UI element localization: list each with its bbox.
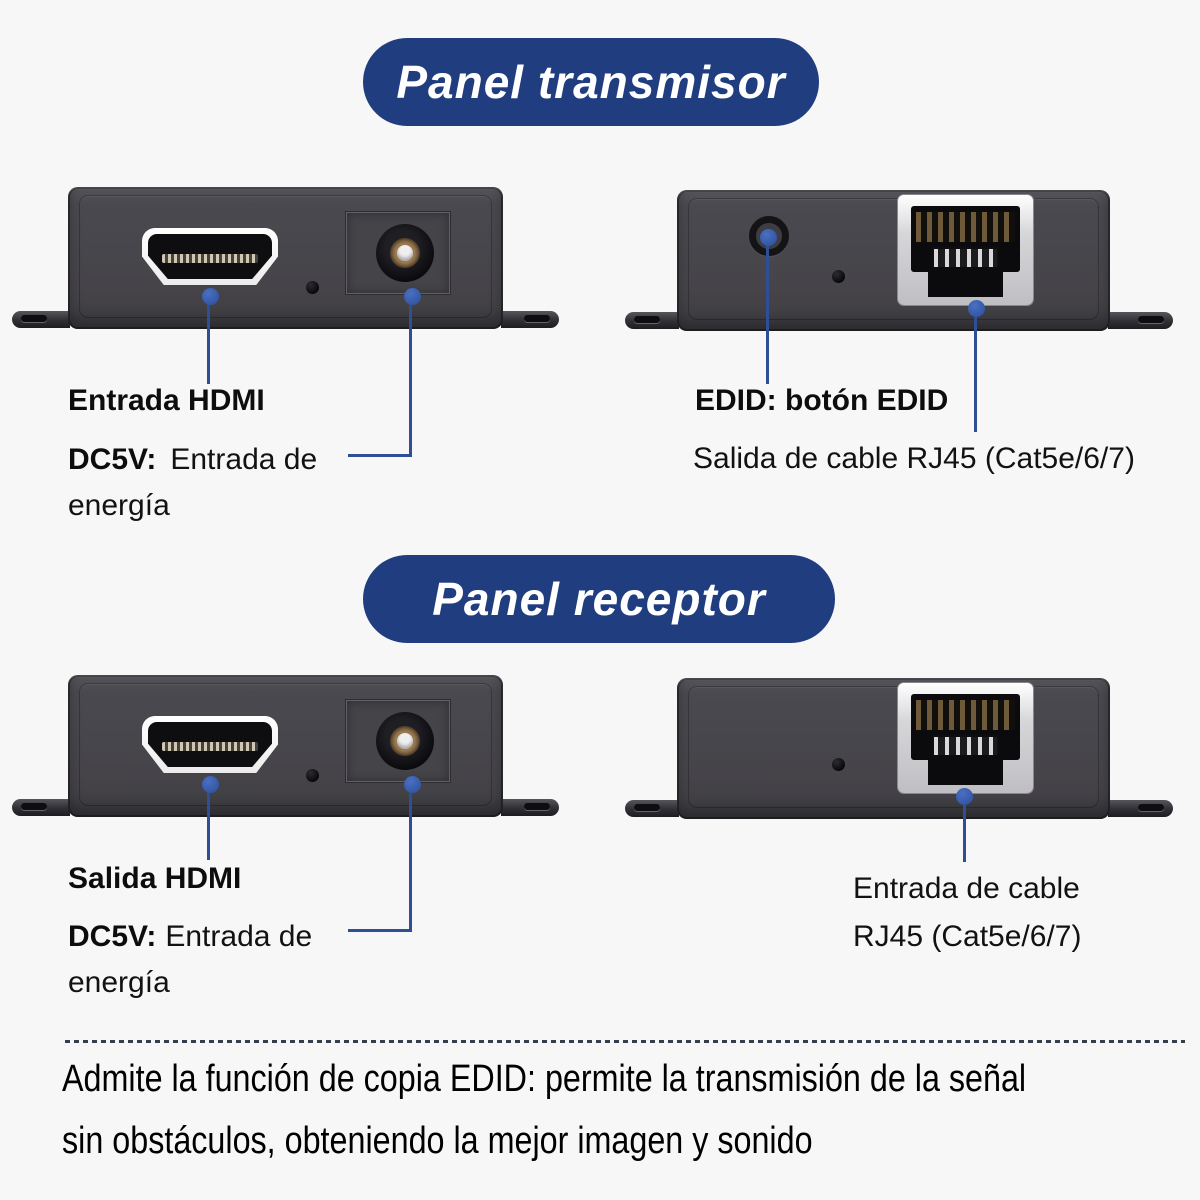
dc-jack-ring	[390, 726, 420, 756]
callout-dot	[956, 788, 973, 805]
rj45-pins	[916, 212, 1015, 242]
hdmi-port	[142, 228, 278, 285]
callout-dot	[404, 776, 421, 793]
dc-power-label-text: Entrada de	[170, 443, 318, 476]
rj45-input-label-line1: Entrada de cable	[853, 872, 1080, 905]
front-panel-edge	[689, 687, 1098, 807]
callout-dot	[968, 300, 985, 317]
mounting-flange	[1108, 312, 1173, 329]
dc-jack	[346, 700, 450, 782]
transmitter-title-pill: Panel transmisor	[363, 38, 819, 126]
mounting-flange	[501, 799, 559, 816]
flange-slot	[524, 315, 550, 322]
led-indicator-hole	[832, 270, 845, 283]
mounting-flange	[1108, 800, 1173, 817]
flange-slot	[524, 803, 550, 810]
dc-jack-hole	[376, 712, 434, 770]
hdmi-pin-strip	[162, 253, 258, 263]
receiver-hdmi-unit	[68, 675, 503, 817]
callout-line-vertical	[207, 780, 210, 860]
flange-slot	[21, 315, 47, 322]
rj45-pins	[916, 700, 1015, 730]
hdmi-port	[142, 716, 278, 773]
led-indicator-hole	[306, 769, 319, 782]
callout-line-vertical	[207, 292, 210, 384]
mounting-flange	[12, 799, 70, 816]
hdmi-output-label: Salida HDMI	[68, 862, 242, 895]
footer-note-line2: sin obstáculos, obteniendo la mejor imag…	[62, 1120, 813, 1162]
rj45-latch-slot	[928, 267, 1003, 297]
receiver-title-pill: Panel receptor	[363, 555, 835, 643]
mounting-flange	[625, 800, 679, 817]
flange-slot	[634, 804, 660, 811]
callout-dot	[202, 776, 219, 793]
footer-note-line1: Admite la función de copia EDID: permite…	[62, 1058, 1027, 1100]
dc-power-label-text: Entrada de	[165, 920, 313, 953]
receiver-title: Panel receptor	[432, 573, 766, 625]
rj45-port	[898, 683, 1033, 793]
hdmi-input-label: Entrada HDMI	[68, 384, 265, 417]
transmitter-title: Panel transmisor	[396, 56, 786, 108]
callout-line-vertical	[766, 240, 769, 384]
dc-power-label: DC5V: Entrada de	[68, 443, 317, 477]
mounting-flange	[12, 311, 70, 328]
rj45-contact-teeth	[932, 247, 999, 269]
rj45-output-label: Salida de cable RJ45 (Cat5e/6/7)	[693, 442, 1135, 475]
flange-slot	[1138, 804, 1164, 811]
dc-jack-pin	[397, 733, 413, 749]
rj45-port	[898, 195, 1033, 305]
dc-power-label-term: DC5V:	[68, 920, 157, 953]
dc-power-label-term: DC5V:	[68, 443, 157, 476]
transmitter-rj45-unit	[677, 190, 1110, 331]
dc-power-label-text2: energía	[68, 966, 170, 999]
transmitter-hdmi-unit	[68, 187, 503, 329]
callout-line-horizontal	[348, 454, 411, 457]
dc-jack-hole	[376, 224, 434, 282]
rj45-latch-slot	[928, 755, 1003, 785]
flange-slot	[1138, 316, 1164, 323]
rj45-contact-teeth	[932, 735, 999, 757]
callout-line-horizontal	[348, 929, 411, 932]
flange-slot	[634, 316, 660, 323]
dc-jack-ring	[390, 238, 420, 268]
callout-dot	[202, 288, 219, 305]
dc-jack	[346, 212, 450, 294]
hdmi-pin-strip	[162, 741, 258, 751]
dc-power-label: DC5V:Entrada de	[68, 920, 312, 954]
callout-dot	[404, 288, 421, 305]
edid-button-label: EDID: botón EDID	[695, 384, 949, 417]
mounting-flange	[501, 311, 559, 328]
dc-power-label-text2: energía	[68, 489, 170, 522]
callout-line-vertical	[409, 292, 412, 457]
callout-line-vertical	[974, 305, 977, 432]
callout-line-vertical	[409, 780, 412, 932]
dc-jack-pin	[397, 245, 413, 261]
flange-slot	[21, 803, 47, 810]
front-panel-edge	[689, 199, 1098, 319]
rj45-input-label-line2: RJ45 (Cat5e/6/7)	[853, 920, 1082, 953]
callout-line-vertical	[963, 792, 966, 862]
receiver-rj45-unit	[677, 678, 1110, 819]
callout-dot	[760, 229, 777, 246]
divider-dashed-line	[65, 1040, 1185, 1043]
led-indicator-hole	[306, 281, 319, 294]
mounting-flange	[625, 312, 679, 329]
led-indicator-hole	[832, 758, 845, 771]
